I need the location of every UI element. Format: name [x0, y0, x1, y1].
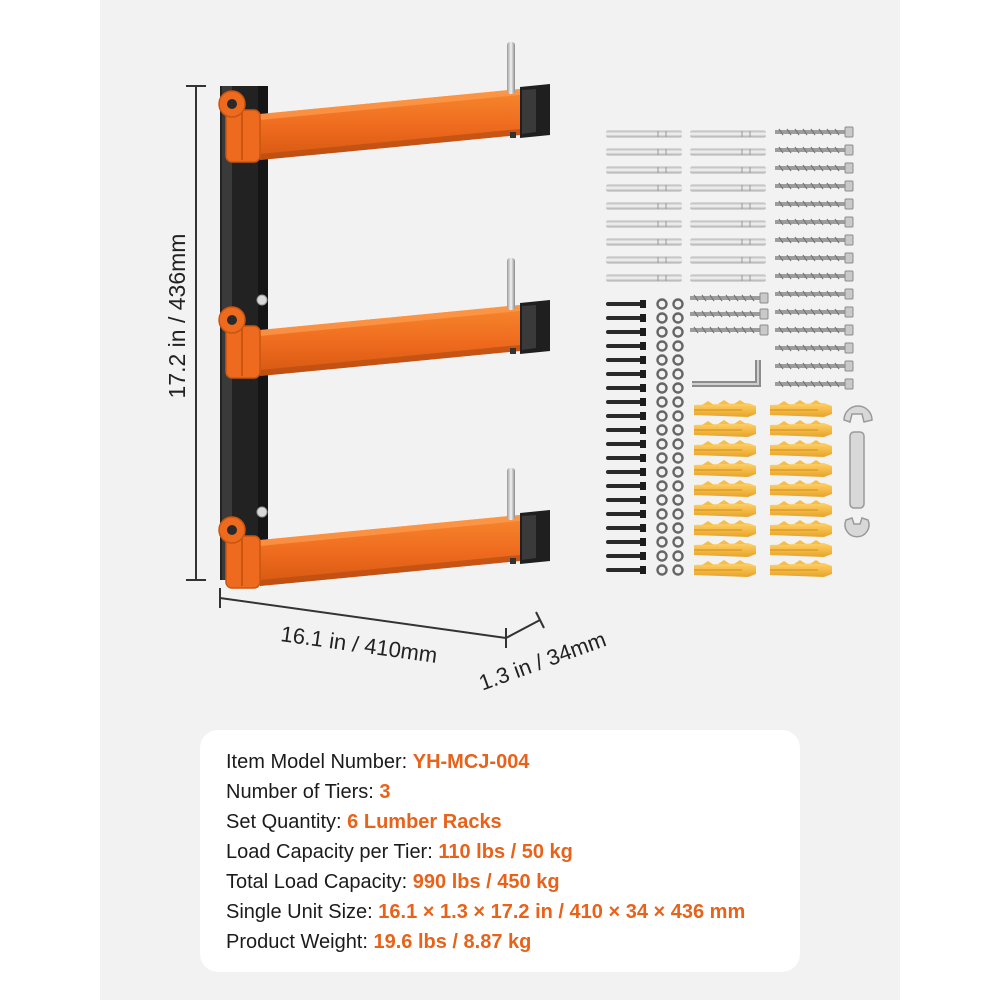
washers [656, 298, 684, 576]
spec-label: Product Weight: [226, 931, 374, 953]
spec-row-load-per-tier: Load Capacity per Tier: 110 lbs / 50 kg [226, 838, 573, 866]
spec-value: 19.6 lbs / 8.87 kg [373, 931, 532, 953]
spec-row-weight: Product Weight: 19.6 lbs / 8.87 kg [226, 928, 531, 956]
spec-row-tiers: Number of Tiers: 3 [226, 778, 391, 806]
lumber-rack-arm-middle [218, 257, 551, 379]
expansion-bolts [606, 300, 646, 574]
spec-label: Load Capacity per Tier: [226, 841, 439, 863]
spec-label: Number of Tiers: [226, 781, 380, 803]
spec-row-model: Item Model Number: YH-MCJ-004 [226, 748, 529, 776]
spec-label: Total Load Capacity: [226, 871, 413, 893]
spec-value: 110 lbs / 50 kg [438, 841, 573, 863]
spec-row-set-quantity: Set Quantity: 6 Lumber Racks [226, 808, 502, 836]
width-label: 16.1 in / 410mm [279, 621, 439, 668]
height-label: 17.2 in / 436mm [164, 234, 190, 399]
height-dimension: 17.2 in / 436mm [164, 85, 206, 581]
spec-value: 6 Lumber Racks [347, 811, 502, 833]
wrench-icon [843, 405, 873, 538]
lumber-rack-arm-bottom [218, 467, 551, 589]
wall-anchors [693, 399, 833, 578]
lumber-rack-arm-top [218, 41, 551, 163]
depth-dimension: 1.3 in / 34mm [476, 611, 609, 695]
spec-label: Single Unit Size: [226, 901, 379, 923]
allen-key-icon [692, 360, 761, 387]
spec-value: 16.1 × 1.3 × 17.2 in / 410 × 34 × 436 mm [378, 901, 746, 923]
spec-value: 3 [379, 781, 391, 803]
spec-card: Item Model Number: YH-MCJ-004 Number of … [200, 730, 800, 972]
spec-value: 990 lbs / 450 kg [412, 871, 560, 893]
spec-label: Set Quantity: [226, 811, 348, 833]
spec-row-total-load: Total Load Capacity: 990 lbs / 450 kg [226, 868, 560, 896]
spec-label: Item Model Number: [226, 751, 413, 773]
width-dimension: 16.1 in / 410mm [219, 588, 507, 668]
spec-row-unit-size: Single Unit Size: 16.1 × 1.3 × 17.2 in /… [226, 898, 745, 926]
spec-value: YH-MCJ-004 [412, 751, 530, 773]
pin-rods [605, 130, 767, 282]
